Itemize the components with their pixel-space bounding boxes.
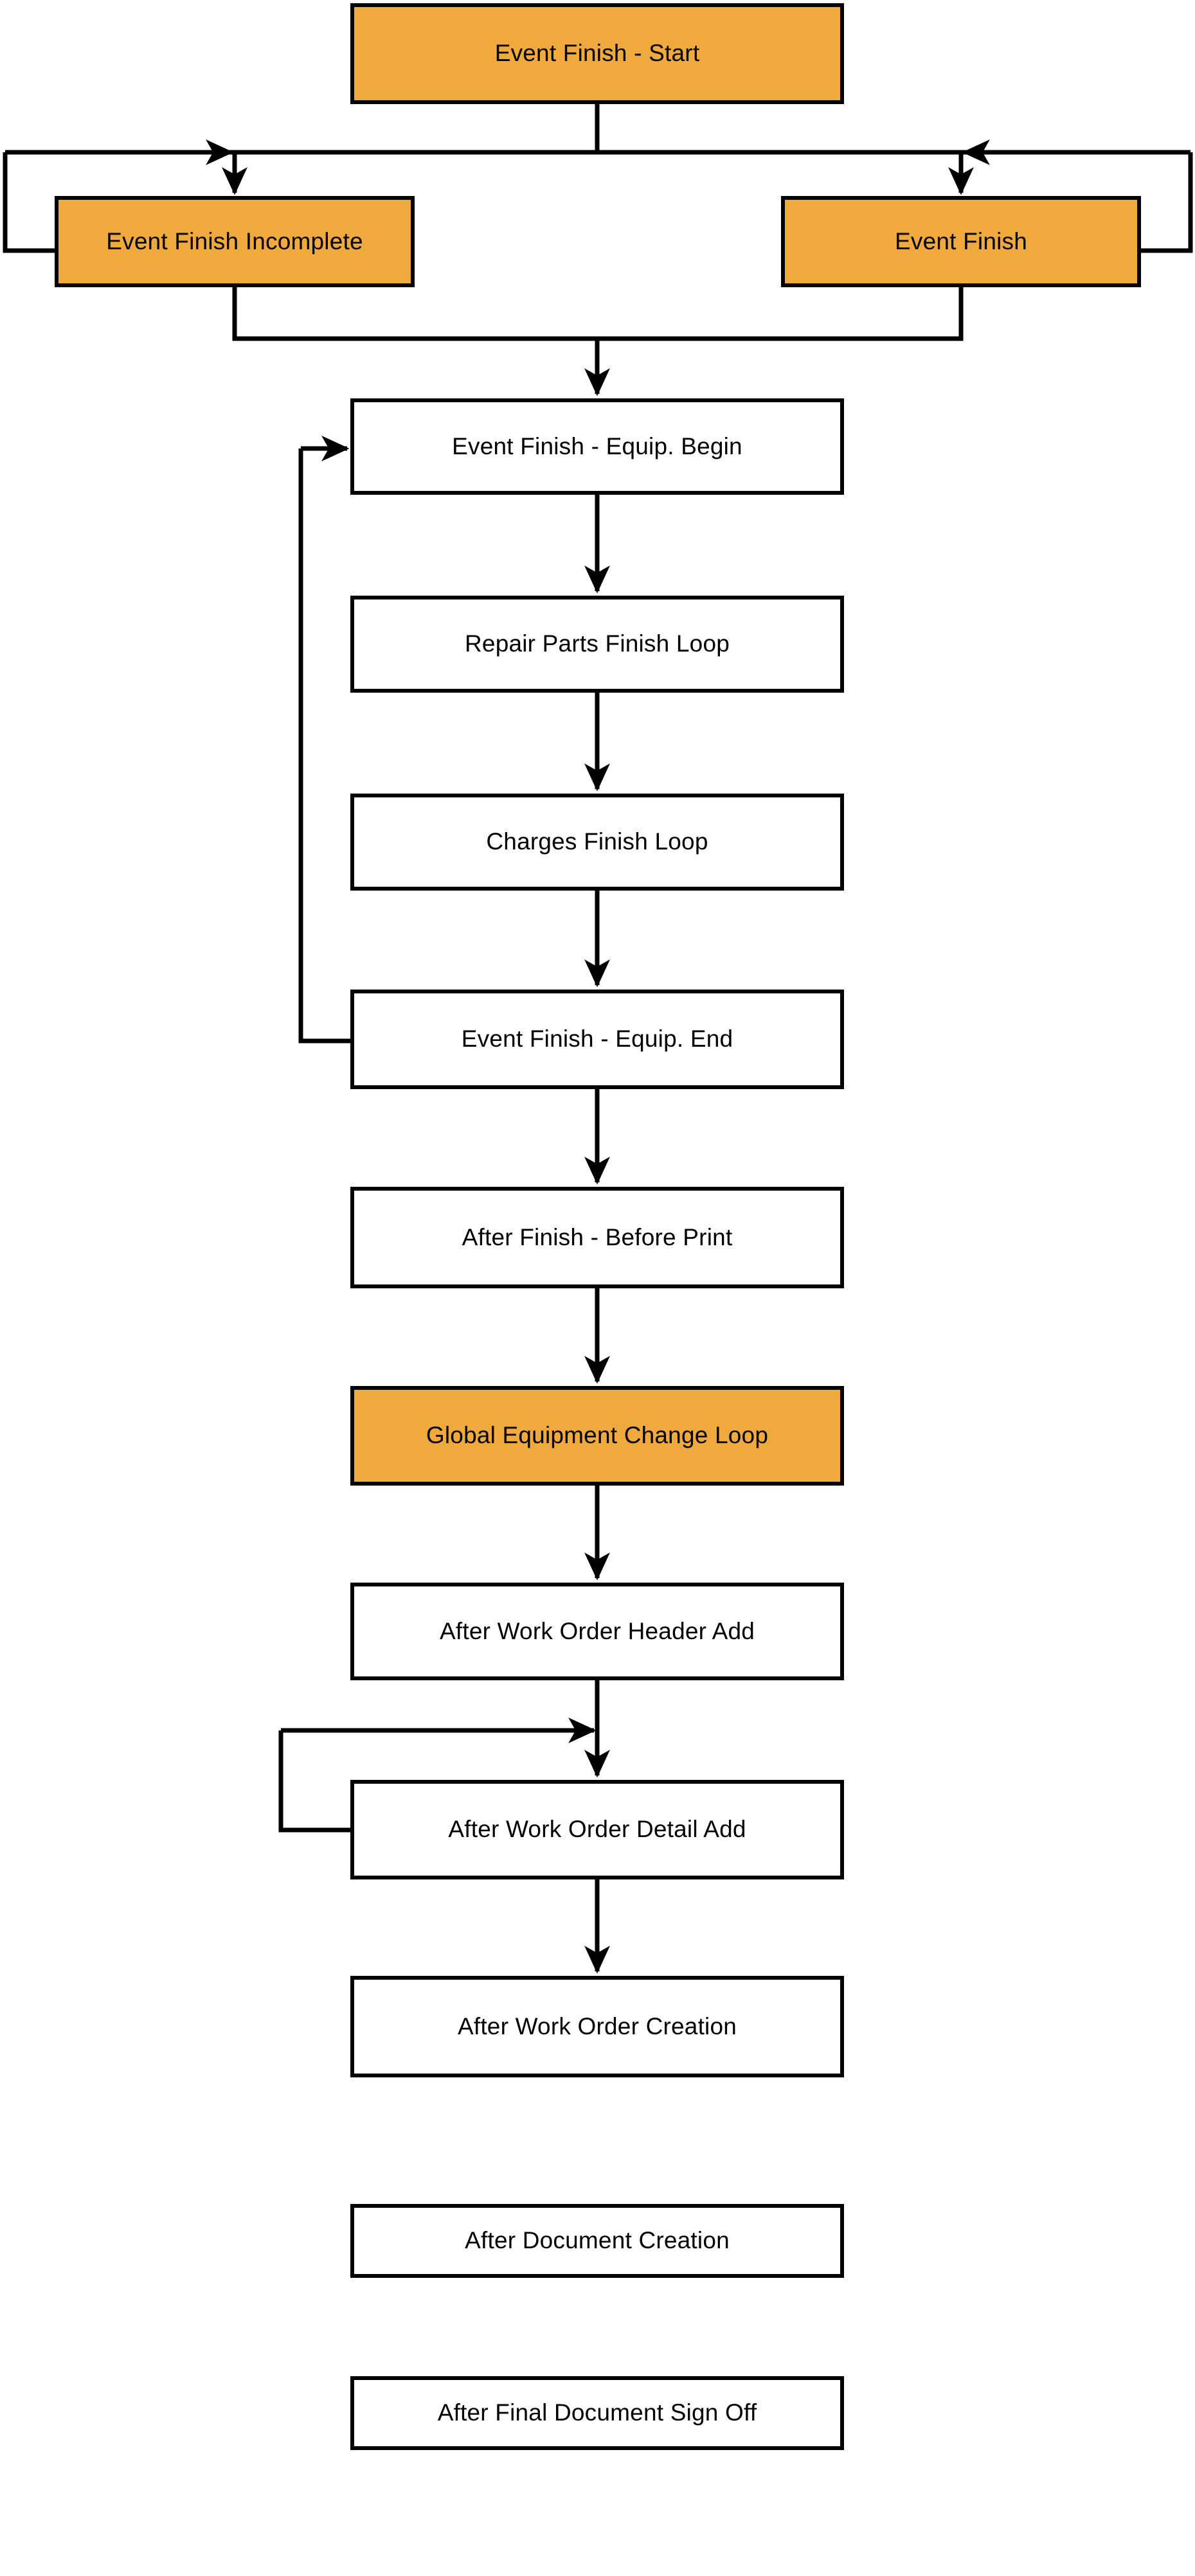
node-label: Global Equipment Change Loop [426,1422,769,1449]
node-label: After Final Document Sign Off [437,2399,757,2426]
node-after-work-order-detail-add[interactable]: After Work Order Detail Add [350,1780,844,1879]
node-event-finish-equip-begin[interactable]: Event Finish - Equip. Begin [350,398,844,495]
node-after-document-creation[interactable]: After Document Creation [350,2204,844,2278]
node-label: Event Finish - Equip. End [461,1026,733,1053]
node-after-work-order-creation[interactable]: After Work Order Creation [350,1976,844,2077]
node-label: After Work Order Header Add [439,1617,755,1644]
node-charges-finish-loop[interactable]: Charges Finish Loop [350,794,844,891]
node-event-finish-start[interactable]: Event Finish - Start [350,3,844,104]
node-label: Event Finish [895,227,1027,254]
node-label: After Finish - Before Print [462,1223,733,1250]
node-after-work-order-header-add[interactable]: After Work Order Header Add [350,1583,844,1680]
edge-merge-bus [232,287,964,341]
node-label: Charges Finish Loop [486,828,708,855]
node-repair-parts-finish-loop[interactable]: Repair Parts Finish Loop [350,596,844,693]
node-label: Event Finish - Start [494,40,700,67]
edge-incomplete-loopback [3,152,55,253]
node-event-finish-equip-end[interactable]: Event Finish - Equip. End [350,990,844,1089]
node-label: After Work Order Detail Add [448,1816,746,1843]
node-after-final-document-sign-off[interactable]: After Final Document Sign Off [350,2376,844,2450]
node-label: Repair Parts Finish Loop [465,630,730,657]
edge-detail-add-selfloop [278,1730,350,1833]
node-global-equipment-change-loop[interactable]: Global Equipment Change Loop [350,1386,844,1486]
node-after-finish-before-print[interactable]: After Finish - Before Print [350,1187,844,1288]
node-label: After Document Creation [465,2227,730,2254]
node-event-finish[interactable]: Event Finish [781,196,1141,287]
node-label: Event Finish Incomplete [106,227,363,254]
edge-equip-end-loopback [298,449,350,1044]
node-label: Event Finish - Equip. Begin [452,432,742,459]
node-label: After Work Order Creation [457,2012,737,2039]
node-event-finish-incomplete[interactable]: Event Finish Incomplete [55,196,415,287]
edge-event-finish-loopback [1141,152,1193,253]
